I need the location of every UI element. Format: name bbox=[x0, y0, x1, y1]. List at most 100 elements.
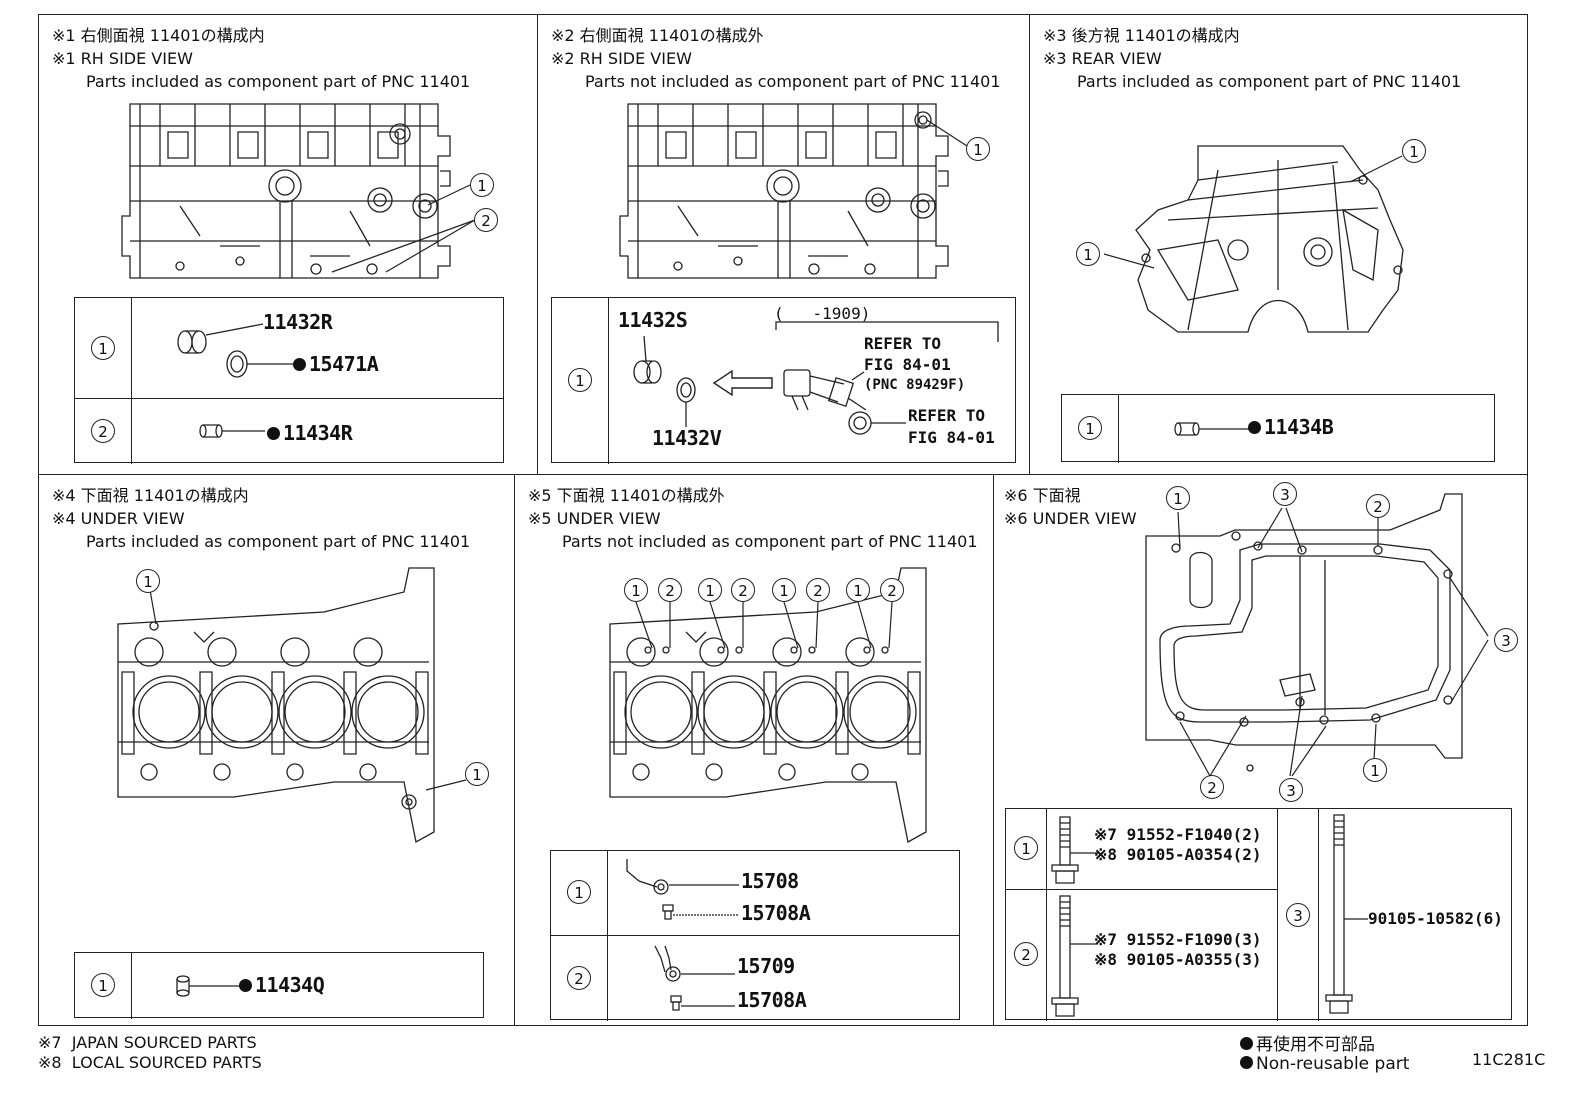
panel4-parts-table: 1 11434Q bbox=[74, 952, 484, 1019]
engine-block-under-view-drawing bbox=[104, 562, 444, 852]
panel5-leader-lines bbox=[630, 600, 900, 660]
table-row: 1 11432S 11432V ( -1909) REFER TO FIG 84… bbox=[552, 298, 1015, 464]
oil-jet-icon bbox=[621, 857, 741, 927]
non-reusable-dot-icon bbox=[239, 978, 252, 992]
long-bolt-icon bbox=[1324, 813, 1374, 1019]
panel4-leader-lines bbox=[150, 590, 480, 800]
row-index-1: 1 bbox=[1078, 416, 1102, 440]
part-15708A-2: 15708A bbox=[737, 988, 807, 1012]
non-reusable-dot-icon bbox=[267, 426, 280, 440]
callout-1: 1 bbox=[470, 173, 494, 197]
legend-en-text: Non-reusable part bbox=[1256, 1054, 1410, 1074]
part-11432S: 11432S bbox=[618, 308, 688, 332]
panel1-header: ※1 右側面視 11401の構成内 ※1 RH SIDE VIEW Parts … bbox=[52, 24, 470, 93]
range-label: ( -1909) bbox=[774, 304, 871, 323]
bolt-spec-2a: ※7 91552-F1090(3) bbox=[1094, 930, 1262, 949]
row-index-1: 1 bbox=[91, 336, 115, 360]
pin-icon bbox=[199, 421, 269, 445]
figure-code: 11C281C bbox=[1472, 1050, 1546, 1069]
refer-label-1a: REFER TO bbox=[864, 334, 942, 353]
row-index-2: 2 bbox=[567, 966, 591, 990]
callout-1: 1 bbox=[1363, 758, 1387, 782]
callout-3: 3 bbox=[1279, 778, 1303, 802]
bolt-table-left bbox=[1006, 809, 1278, 1021]
non-reusable-dot-icon bbox=[1240, 1056, 1253, 1069]
part-11432R: 11432R bbox=[263, 310, 333, 334]
panel6-header: ※6 下面視 ※6 UNDER VIEW bbox=[1004, 484, 1137, 530]
callout-1: 1 bbox=[465, 762, 489, 786]
footnote-7: ※7 JAPAN SOURCED PARTS bbox=[38, 1033, 257, 1052]
row-index-1: 1 bbox=[91, 973, 115, 997]
table-row: 2 11434R bbox=[75, 398, 503, 464]
panel3-title-en: ※3 REAR VIEW bbox=[1043, 49, 1162, 68]
panel1-subtitle: Parts included as component part of PNC … bbox=[86, 72, 471, 91]
part-15471A-label: 15471A bbox=[293, 352, 379, 376]
legend-jp-text: 再使用不可部品 bbox=[1256, 1035, 1375, 1055]
callout-1: 1 bbox=[966, 137, 990, 161]
panel6-leader-lines bbox=[1160, 500, 1520, 800]
callout-2: 2 bbox=[1200, 775, 1224, 799]
refer-label-2b: FIG 84-01 bbox=[908, 428, 995, 447]
panel4-title-en: ※4 UNDER VIEW bbox=[52, 509, 185, 528]
part-11434Q-label: 11434Q bbox=[239, 973, 325, 997]
plug-and-gasket-icon bbox=[632, 352, 712, 432]
panel6-title-jp: ※6 下面視 bbox=[1004, 486, 1081, 505]
non-reusable-dot-icon bbox=[1240, 1037, 1253, 1050]
non-reusable-dot-icon bbox=[1248, 420, 1261, 434]
engine-block-under-view-drawing-2 bbox=[596, 562, 936, 852]
panel2-subtitle: Parts not included as component part of … bbox=[585, 72, 1001, 91]
part-11434Q: 11434Q bbox=[255, 973, 325, 997]
callout-1: 1 bbox=[1402, 139, 1426, 163]
bolt-icon bbox=[1050, 894, 1100, 1022]
panel4-title-jp: ※4 下面視 11401の構成内 bbox=[52, 486, 249, 505]
callout-2: 2 bbox=[731, 578, 755, 602]
part-15708: 15708 bbox=[741, 869, 799, 893]
callout-3: 3 bbox=[1273, 482, 1297, 506]
callout-1: 1 bbox=[1076, 242, 1100, 266]
part-11432V: 11432V bbox=[652, 426, 722, 450]
part-15708A-1: 15708A bbox=[741, 901, 811, 925]
table-row: 1 15708 15708A bbox=[551, 851, 959, 935]
refer-label-2a: REFER TO bbox=[908, 406, 986, 425]
plug-icon bbox=[175, 320, 265, 390]
row-index-2: 2 bbox=[91, 419, 115, 443]
part-11434R-label: 11434R bbox=[267, 421, 353, 445]
pin-icon bbox=[175, 973, 255, 999]
bolt-icon bbox=[1050, 815, 1100, 889]
row-index-1: 1 bbox=[1014, 836, 1038, 860]
refer-label-1c: (PNC 89429F) bbox=[864, 377, 966, 393]
panel3-parts-table: 1 11434B bbox=[1061, 394, 1495, 463]
pin-icon bbox=[1174, 417, 1254, 441]
engine-block-rh-side-drawing-2 bbox=[618, 96, 958, 286]
callout-1: 1 bbox=[624, 578, 648, 602]
callout-1: 1 bbox=[1166, 486, 1190, 510]
arrow-left-icon bbox=[710, 368, 780, 398]
legend-non-reusable-en: Non-reusable part bbox=[1240, 1054, 1409, 1074]
panel3-subtitle: Parts included as component part of PNC … bbox=[1077, 72, 1462, 91]
part-15709: 15709 bbox=[737, 954, 795, 978]
bolt-spec-3: 90105-10582(6) bbox=[1368, 909, 1503, 928]
table-row: 1 11432R 15471A bbox=[75, 298, 503, 398]
callout-2: 2 bbox=[658, 578, 682, 602]
temperature-sensor-icon bbox=[772, 318, 1002, 458]
part-15471A: 15471A bbox=[309, 352, 379, 376]
panel1-leader-lines bbox=[310, 180, 510, 290]
callout-2: 2 bbox=[880, 578, 904, 602]
legend-non-reusable-jp: 再使用不可部品 bbox=[1240, 1030, 1375, 1055]
engine-block-rear-view-drawing bbox=[1128, 140, 1428, 340]
table-row: 1 11434Q bbox=[75, 953, 483, 1019]
panel2-title-jp: ※2 右側面視 11401の構成外 bbox=[551, 26, 764, 45]
panel-under-view-bolts bbox=[993, 474, 1528, 1026]
panel2-title-en: ※2 RH SIDE VIEW bbox=[551, 49, 692, 68]
panel5-title-en: ※5 UNDER VIEW bbox=[528, 509, 661, 528]
panel5-subtitle: Parts not included as component part of … bbox=[562, 532, 978, 551]
table-row: 3 90105-10582(6) bbox=[1278, 809, 1513, 1021]
part-11434R: 11434R bbox=[283, 421, 353, 445]
table-row: 1 11434B bbox=[1062, 395, 1494, 463]
row-index-2: 2 bbox=[1014, 942, 1038, 966]
part-11434B-label: 11434B bbox=[1248, 415, 1334, 439]
panel2-parts-table: 1 11432S 11432V ( -1909) REFER TO FIG 84… bbox=[551, 297, 1016, 464]
table-row: 2 ※7 91552-F1090(3) ※8 90105-A0355(3) bbox=[1006, 889, 1278, 1021]
panel2-leader-line bbox=[925, 118, 975, 148]
panel4-subtitle: Parts included as component part of PNC … bbox=[86, 532, 471, 551]
